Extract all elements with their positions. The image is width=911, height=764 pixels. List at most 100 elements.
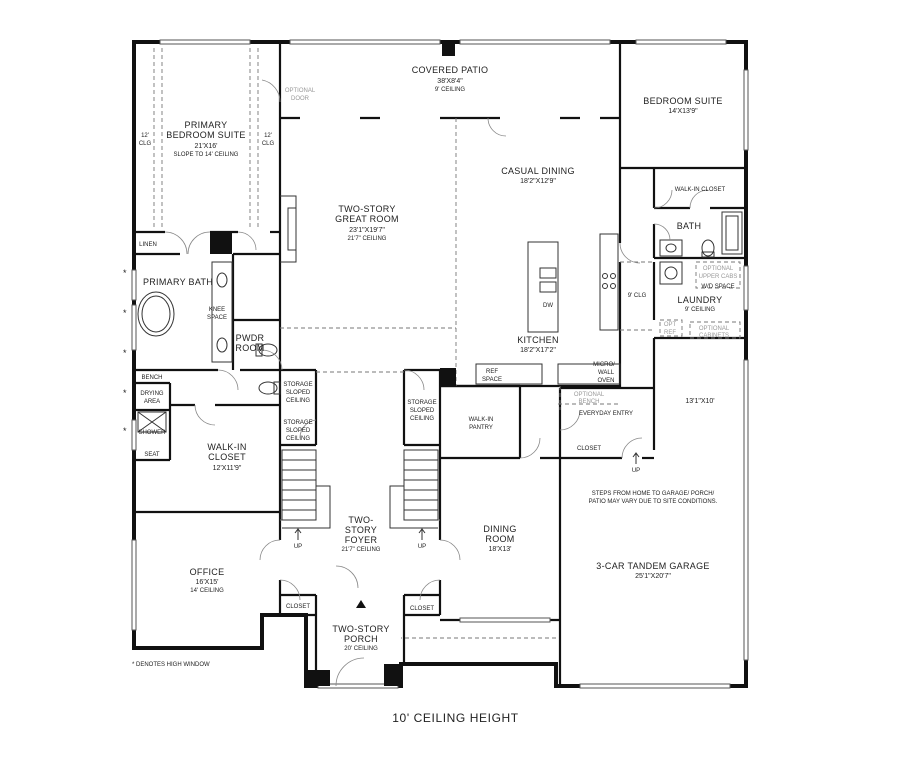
great-room-name: TWO-STORY — [338, 204, 395, 214]
garage-name: 3-CAR TANDEM GARAGE — [596, 561, 709, 571]
dining-room-name: ROOM — [485, 534, 514, 544]
micro-wall-oven: OVEN — [597, 378, 614, 384]
casual-dining-dim: 18'2"X12'9" — [520, 178, 556, 185]
opt-ref-label: REF — [664, 330, 676, 336]
ceiling-label-left: CLG — [139, 141, 152, 147]
seat-label: SEAT — [144, 452, 160, 458]
ceiling-label-right: 12' — [264, 133, 272, 139]
covered-patio-note: 9' CEILING — [435, 87, 465, 93]
casual-dining-name: CASUAL DINING — [501, 166, 575, 176]
nine-ceiling-label: 9' CLG — [628, 293, 647, 299]
storage-left-2: CEILING — [286, 436, 310, 442]
knee-space-label: KNEE — [209, 307, 225, 313]
garage-room-dim: 13'1"X10' — [685, 398, 714, 405]
windows — [131, 39, 749, 689]
closet-left: CLOSET — [286, 604, 310, 610]
wd-space: W/D SPACE — [701, 284, 734, 290]
optional-bench: BENCH — [578, 399, 599, 405]
office-dim: 16'X15' — [196, 579, 219, 586]
high-window-star: * — [123, 268, 127, 278]
high-window-star: * — [123, 426, 127, 436]
ceiling-label-left: 12' — [141, 133, 149, 139]
walk-in-closet-name: WALK-IN — [207, 442, 246, 452]
kitchen-name: KITCHEN — [517, 335, 559, 345]
bedroom-suite-name: BEDROOM SUITE — [643, 96, 722, 106]
ceiling-height-caption: 10' CEILING HEIGHT — [392, 711, 519, 725]
great-room-note: 21'7" CEILING — [348, 236, 387, 242]
pwdr-room-name: PWDR — [236, 333, 265, 343]
optional-door-label: DOOR — [291, 96, 310, 102]
fixtures — [137, 195, 743, 608]
high-window-star: * — [123, 388, 127, 398]
foyer-name: STORY — [345, 525, 377, 535]
knee-space-label: SPACE — [207, 315, 227, 321]
micro-wall-oven: MICRO/ — [593, 362, 615, 368]
high-window-markers: * * * * * — [123, 268, 127, 436]
stair-up-left: UP — [294, 544, 302, 550]
ref-space-label: SPACE — [482, 377, 502, 383]
kitchen-dim: 18'2"X17'2" — [520, 347, 556, 354]
closet-right: CLOSET — [410, 606, 434, 612]
storage-left-1: STORAGE — [283, 382, 312, 388]
bath-name: BATH — [677, 221, 702, 231]
laundry-name: LAUNDRY — [678, 295, 723, 305]
garage-dim: 25'1"X20'7" — [635, 573, 671, 580]
steps-note: PATIO MAY VARY DUE TO SITE CONDITIONS. — [589, 499, 718, 505]
drying-area-label: AREA — [144, 399, 160, 405]
foyer-name: FOYER — [345, 535, 378, 545]
high-window-note: * DENOTES HIGH WINDOW — [132, 662, 210, 668]
office-note: 14' CEILING — [190, 588, 224, 594]
walk-in-pantry: PANTRY — [469, 425, 493, 431]
primary-bedroom-name: PRIMARY — [185, 120, 228, 130]
walk-in-closet-right-name: WALK-IN CLOSET — [675, 187, 726, 193]
foyer-note: 21'7" CEILING — [342, 547, 381, 553]
dw-label: DW — [543, 303, 553, 309]
storage-right: SLOPED — [410, 408, 435, 414]
office-name: OFFICE — [190, 567, 225, 577]
storage-left-1: SLOPED — [286, 390, 311, 396]
foyer-name: TWO- — [348, 515, 373, 525]
storage-right: STORAGE — [407, 400, 436, 406]
primary-bedroom-dim: 21'X16' — [195, 143, 218, 150]
covered-patio-dim: 38'X8'4" — [437, 78, 463, 85]
optional-upper-cabs: UPPER CABS — [699, 274, 738, 280]
steps-note: STEPS FROM HOME TO GARAGE/ PORCH/ — [592, 491, 715, 497]
walk-in-closet-name: CLOSET — [208, 452, 246, 462]
door-swings — [164, 79, 709, 687]
dining-room-dim: 18'X13' — [489, 546, 512, 553]
everyday-entry: EVERYDAY ENTRY — [579, 411, 633, 417]
structural-blocks — [210, 42, 456, 686]
high-window-star: * — [123, 348, 127, 358]
bench-label: BENCH — [141, 375, 162, 381]
micro-wall-oven: WALL — [598, 370, 615, 376]
stair-arrows — [294, 452, 640, 540]
entry-closet: CLOSET — [577, 446, 601, 452]
drying-area-label: DRYING — [140, 391, 164, 397]
optional-upper-cabs: OPTIONAL — [703, 266, 734, 272]
pwdr-room-name: ROOM — [235, 343, 264, 353]
storage-left-1: CEILING — [286, 398, 310, 404]
high-window-star: * — [123, 308, 127, 318]
porch-note: 20' CEILING — [344, 646, 378, 652]
stair-up-right: UP — [418, 544, 426, 550]
optional-cabinets: CABINETS — [699, 333, 729, 339]
great-room-name: GREAT ROOM — [335, 214, 399, 224]
walk-in-pantry: WALK-IN — [469, 417, 494, 423]
primary-bedroom-name: BEDROOM SUITE — [166, 130, 245, 140]
ref-space-label: REF — [486, 369, 498, 375]
laundry-note: 9' CEILING — [685, 307, 715, 313]
bedroom-suite-dim: 14'X13'9" — [668, 108, 698, 115]
walk-in-closet-dim: 12'X11'9" — [213, 465, 242, 472]
ceiling-label-right: CLG — [262, 141, 275, 147]
covered-patio-name: COVERED PATIO — [412, 65, 489, 75]
dining-room-name: DINING — [483, 524, 516, 534]
opt-ref-label: OPT — [664, 322, 677, 328]
linen-label: LINEN — [139, 242, 157, 248]
great-room-dim: 23'1"X19'7" — [349, 227, 385, 234]
porch-name: TWO-STORY — [332, 624, 389, 634]
optional-cabinets: OPTIONAL — [699, 326, 730, 332]
porch-name: PORCH — [344, 634, 378, 644]
storage-left-2: SLOPED — [286, 428, 311, 434]
storage-left-2: STORAGE — [283, 420, 312, 426]
